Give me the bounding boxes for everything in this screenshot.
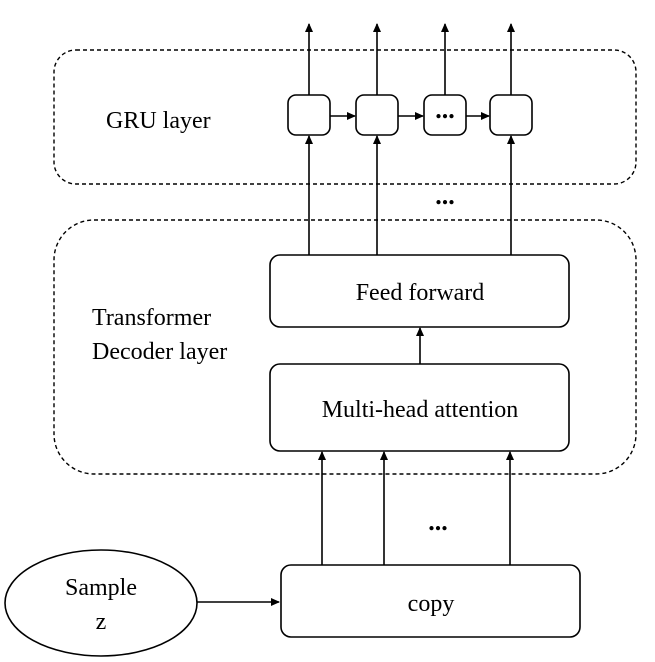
- decoder-layer-label-line1: Transformer: [92, 305, 211, 331]
- sample-label-line2: z: [96, 609, 107, 635]
- multi-head-attention-label: Multi-head attention: [322, 397, 519, 423]
- gru-cell-2: [355, 94, 399, 136]
- gru-cell-4: [489, 94, 533, 136]
- decoder-layer-group: [53, 219, 637, 475]
- copy-label: copy: [408, 591, 455, 617]
- gru-cell-1: [287, 94, 331, 136]
- sample-z-ellipse: [4, 549, 198, 657]
- sample-label-line1: Sample: [65, 575, 137, 601]
- gru-layer-label: GRU layer: [106, 108, 211, 134]
- feed-forward-label: Feed forward: [356, 280, 485, 306]
- gru-cell-3-dots: ...: [435, 95, 455, 124]
- copy-box: [280, 564, 581, 638]
- gru-layer-group: [53, 49, 637, 185]
- gru-gap-dots: ...: [435, 181, 455, 210]
- decoder-gap-dots: ...: [428, 507, 448, 536]
- decoder-layer-label-line2: Decoder layer: [92, 339, 227, 365]
- multi-head-attention-box: [269, 363, 570, 452]
